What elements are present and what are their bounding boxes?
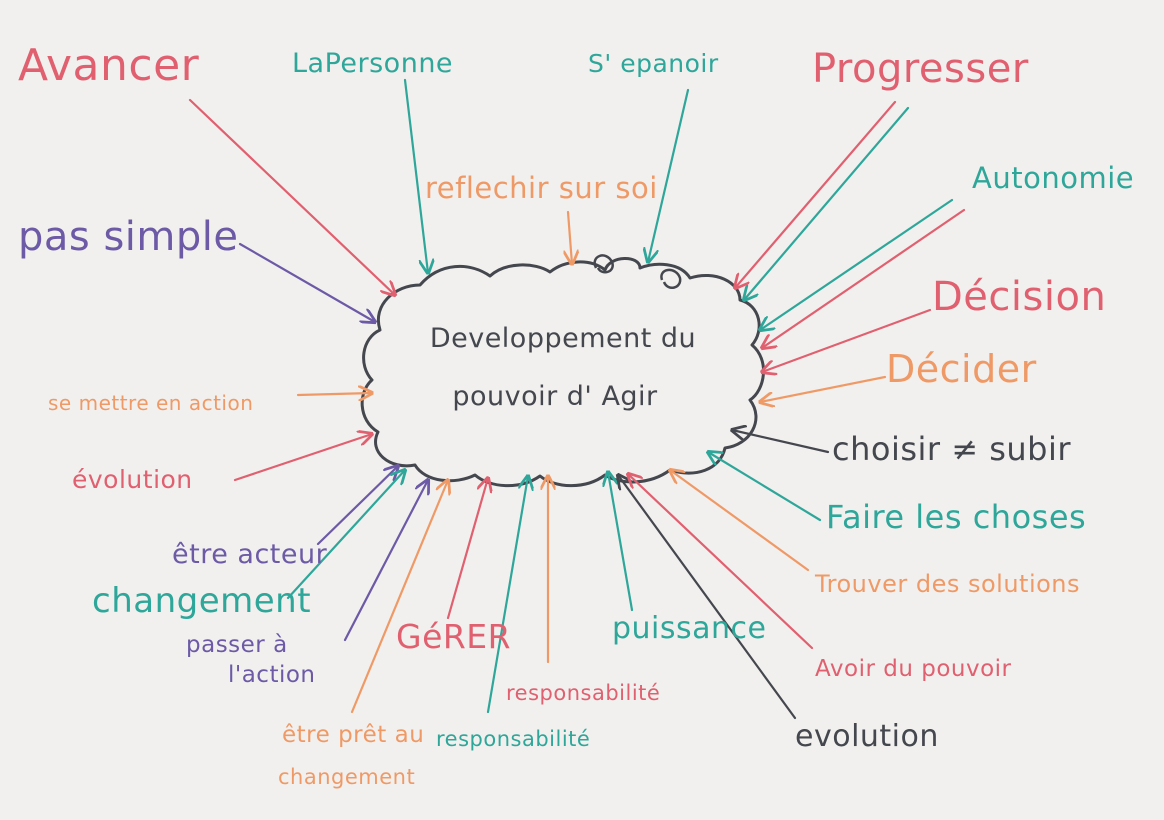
label-avoir: Avoir du pouvoir <box>815 656 1012 682</box>
label-choisir: choisir ≠ subir <box>832 430 1071 468</box>
arrow-trouver <box>670 470 810 572</box>
arrow-s-epanouir <box>648 88 690 262</box>
arrow-puissance <box>608 472 634 612</box>
arrow-progresser-2 <box>744 106 910 300</box>
arrows <box>188 78 966 720</box>
center-title-line2: pouvoir d' Agir <box>452 381 658 412</box>
label-responsabilite-middle: responsabilité <box>506 681 660 705</box>
label-changement: changement <box>92 581 311 621</box>
arrow-evolution-right <box>618 475 797 720</box>
cloud-curl <box>660 268 682 290</box>
arrow-etre-acteur <box>316 466 398 546</box>
arrow-faire <box>708 452 822 522</box>
label-autonomie: Autonomie <box>972 161 1134 195</box>
arrow-decision <box>762 308 932 372</box>
arrow-autonomie-1 <box>760 198 954 330</box>
arrow-reflechir <box>568 210 572 264</box>
label-faire: Faire les choses <box>826 498 1086 536</box>
label-passer-line2: l'action <box>228 662 316 688</box>
arrow-pas-simple <box>238 242 375 322</box>
arrow-evolution-left <box>233 434 372 482</box>
arrow-choisir <box>732 430 830 454</box>
label-reflechir: reflechir sur soi <box>425 171 658 205</box>
arrow-etre-pret <box>350 480 448 714</box>
label-evolution-left: évolution <box>72 465 193 494</box>
arrow-decider <box>760 375 887 402</box>
label-etre-acteur: être acteur <box>172 539 328 570</box>
label-responsabilite-bottom: responsabilité <box>436 727 590 751</box>
arrow-autonomie-2 <box>762 208 966 348</box>
center-title-line1: Developpement du <box>430 323 696 354</box>
arrow-la-personne <box>403 78 428 273</box>
label-s-epanouir: S' epanoir <box>588 49 719 78</box>
label-la-personne: LaPersonne <box>292 48 453 79</box>
arrow-avoir <box>628 474 814 650</box>
label-gerer: GéRER <box>396 617 511 656</box>
label-puissance: puissance <box>612 611 767 646</box>
center-cloud <box>360 257 766 488</box>
label-evolution-right: evolution <box>795 719 939 754</box>
arrow-resp-bottom <box>486 476 528 714</box>
label-decision: Décision <box>932 274 1106 320</box>
label-progresser: Progresser <box>812 46 1029 92</box>
arrow-changement <box>286 470 405 600</box>
label-etre-pret-line1: être prêt au <box>282 722 424 748</box>
label-pas-simple: pas simple <box>18 214 239 260</box>
arrow-se-mettre <box>296 393 372 395</box>
label-se-mettre: se mettre en action <box>48 391 253 415</box>
arrow-gerer <box>446 478 488 620</box>
label-etre-pret-line2: changement <box>278 765 415 789</box>
arrow-passer <box>343 480 428 642</box>
arrow-progresser-1 <box>735 100 897 288</box>
arrow-avancer <box>188 98 395 295</box>
label-decider: Décider <box>886 347 1037 391</box>
label-avancer: Avancer <box>18 40 200 91</box>
label-passer-line1: passer à <box>186 632 288 658</box>
cloud-curl <box>593 254 614 274</box>
label-trouver: Trouver des solutions <box>814 570 1080 598</box>
